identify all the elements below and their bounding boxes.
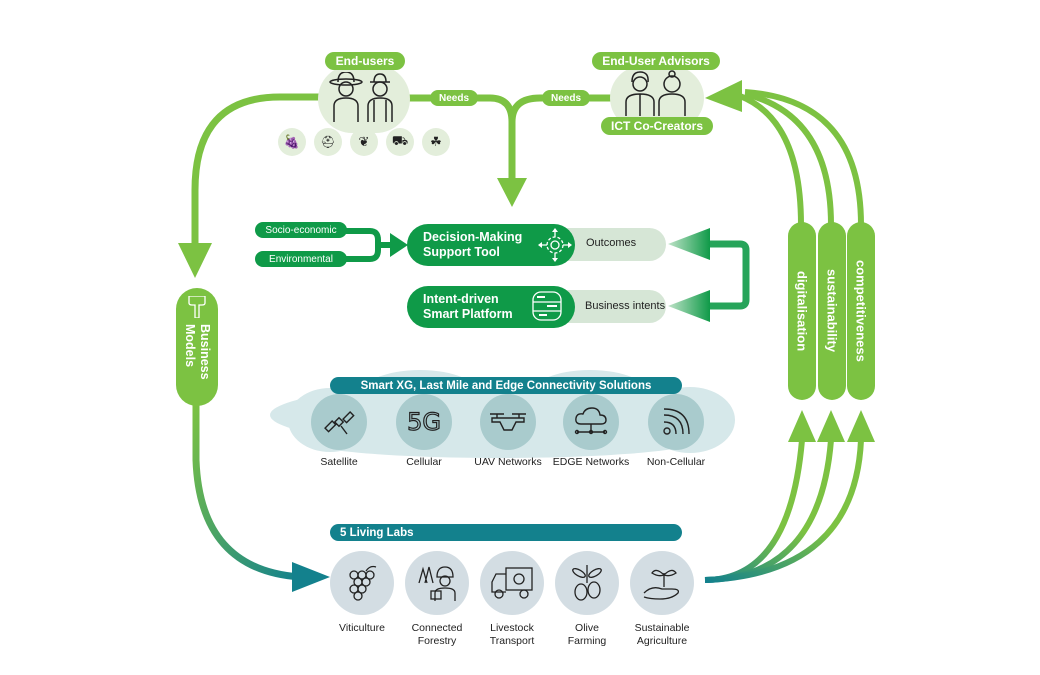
agriculture-line2: Agriculture	[636, 635, 688, 647]
connectivity-title: Smart XG, Last Mile and Edge Connectivit…	[330, 377, 682, 394]
flask-icon	[188, 296, 206, 318]
agriculture-node	[630, 551, 694, 615]
farmers-icon	[329, 71, 393, 122]
uav-node	[480, 394, 536, 450]
environmental-input: Environmental	[255, 251, 347, 267]
viticulture-label: Viticulture	[322, 622, 402, 635]
plant-hand-icon	[643, 569, 680, 600]
edge-node	[563, 394, 619, 450]
olive-icon: ❦	[350, 128, 378, 156]
forester-icon: ⛑	[314, 128, 342, 156]
forestry-line2: Forestry	[417, 635, 457, 647]
non-cellular-label: Non-Cellular	[646, 456, 706, 468]
edge-label: EDGE Networks	[552, 456, 630, 468]
ict-cocreators-label: ICT Co-Creators	[601, 117, 713, 135]
olive-node	[555, 551, 619, 615]
olive-icon	[572, 565, 602, 601]
goal-competitiveness-label: competitiveness	[853, 260, 869, 362]
arrow-endusers-to-business	[191, 93, 330, 245]
satellite-label: Satellite	[320, 456, 358, 468]
arrow-head-goal-2	[817, 410, 845, 442]
satellite-node	[311, 394, 367, 450]
decision-tool-line2: Support Tool	[423, 245, 500, 259]
farmers-illustration	[328, 71, 404, 124]
goal-digitalisation: digitalisation	[788, 222, 816, 400]
livestock-node	[480, 551, 544, 615]
arrow-inputs-merge	[345, 228, 395, 262]
grapes-icon: 🍇	[278, 128, 306, 156]
plant-hand-icon: ☘	[422, 128, 450, 156]
advisors-illustration	[622, 70, 692, 118]
cloud-network-icon	[574, 407, 608, 435]
olive-line1: Olive	[575, 622, 599, 634]
decision-tool-line1: Decision-Making	[423, 230, 523, 244]
livestock-truck-icon: ⛟	[386, 128, 414, 156]
livestock-truck-icon	[491, 567, 533, 599]
5g-icon: 5G	[406, 407, 441, 436]
livestock-line2: Transport	[489, 635, 535, 647]
arrow-head-right-labs	[292, 562, 330, 592]
business-intents-label: Business intents	[585, 300, 666, 312]
end-users-label: End-users	[325, 52, 405, 70]
satellite-icon	[324, 411, 355, 435]
decision-making-support-tool: Decision-Making Support Tool	[407, 224, 575, 266]
arrow-head-down-center	[497, 178, 527, 207]
arrow-needs-merge	[360, 94, 660, 180]
uav-label: UAV Networks	[474, 456, 542, 468]
goal-competitiveness: competitiveness	[847, 222, 875, 400]
viticulture-node	[330, 551, 394, 615]
viticulture-line1: Viticulture	[339, 622, 385, 634]
advisors-icon	[625, 70, 686, 116]
outcomes-label: Outcomes	[586, 237, 637, 249]
goal-digitalisation-label: digitalisation	[794, 270, 810, 352]
grapes-icon	[349, 565, 377, 601]
socio-economic-input: Socio-economic	[255, 222, 347, 238]
gear-arrows-icon	[538, 228, 572, 262]
non-cellular-node	[648, 394, 704, 450]
forester-icon	[418, 566, 456, 601]
arrow-feedback-loop	[705, 240, 750, 310]
arrow-head-goal-1	[788, 410, 816, 442]
business-models-line1: Business	[198, 324, 212, 380]
cellular-node: 5G	[396, 394, 452, 450]
arrow-business-to-labs	[192, 400, 301, 581]
cellular-label: Cellular	[406, 456, 442, 468]
platform-line2: Smart Platform	[423, 307, 513, 321]
platform-line1: Intent-driven	[423, 292, 499, 306]
arrow-head-advisors	[705, 80, 742, 112]
forestry-line1: Connected	[411, 622, 463, 634]
business-models-label: Business Models	[182, 324, 212, 394]
livestock-line1: Livestock	[490, 622, 534, 634]
end-users-sector-icons: 🍇 ⛑ ❦ ⛟ ☘	[278, 128, 456, 158]
drone-icon	[490, 413, 526, 431]
arrow-head-goal-3	[847, 410, 875, 442]
arrow-head-outcomes	[668, 228, 710, 260]
needs-left-label: Needs	[430, 90, 478, 106]
olive-line2: Farming	[567, 635, 607, 647]
arrow-head-inputs	[390, 233, 408, 257]
business-models-node	[176, 288, 218, 406]
business-models-line2: Models	[183, 324, 197, 368]
agriculture-line1: Sustainable	[634, 622, 690, 634]
advisors-label: End-User Advisors	[592, 52, 720, 70]
living-labs-title: 5 Living Labs	[330, 524, 682, 541]
goal-sustainability: sustainability	[818, 222, 846, 400]
goal-sustainability-label: sustainability	[824, 269, 840, 353]
arrow-head-intents	[668, 290, 710, 322]
arrow-head-down-left	[178, 243, 212, 278]
sliders-icon	[532, 291, 562, 321]
wireless-icon	[663, 408, 690, 435]
forestry-node	[405, 551, 469, 615]
needs-right-label: Needs	[542, 90, 590, 106]
